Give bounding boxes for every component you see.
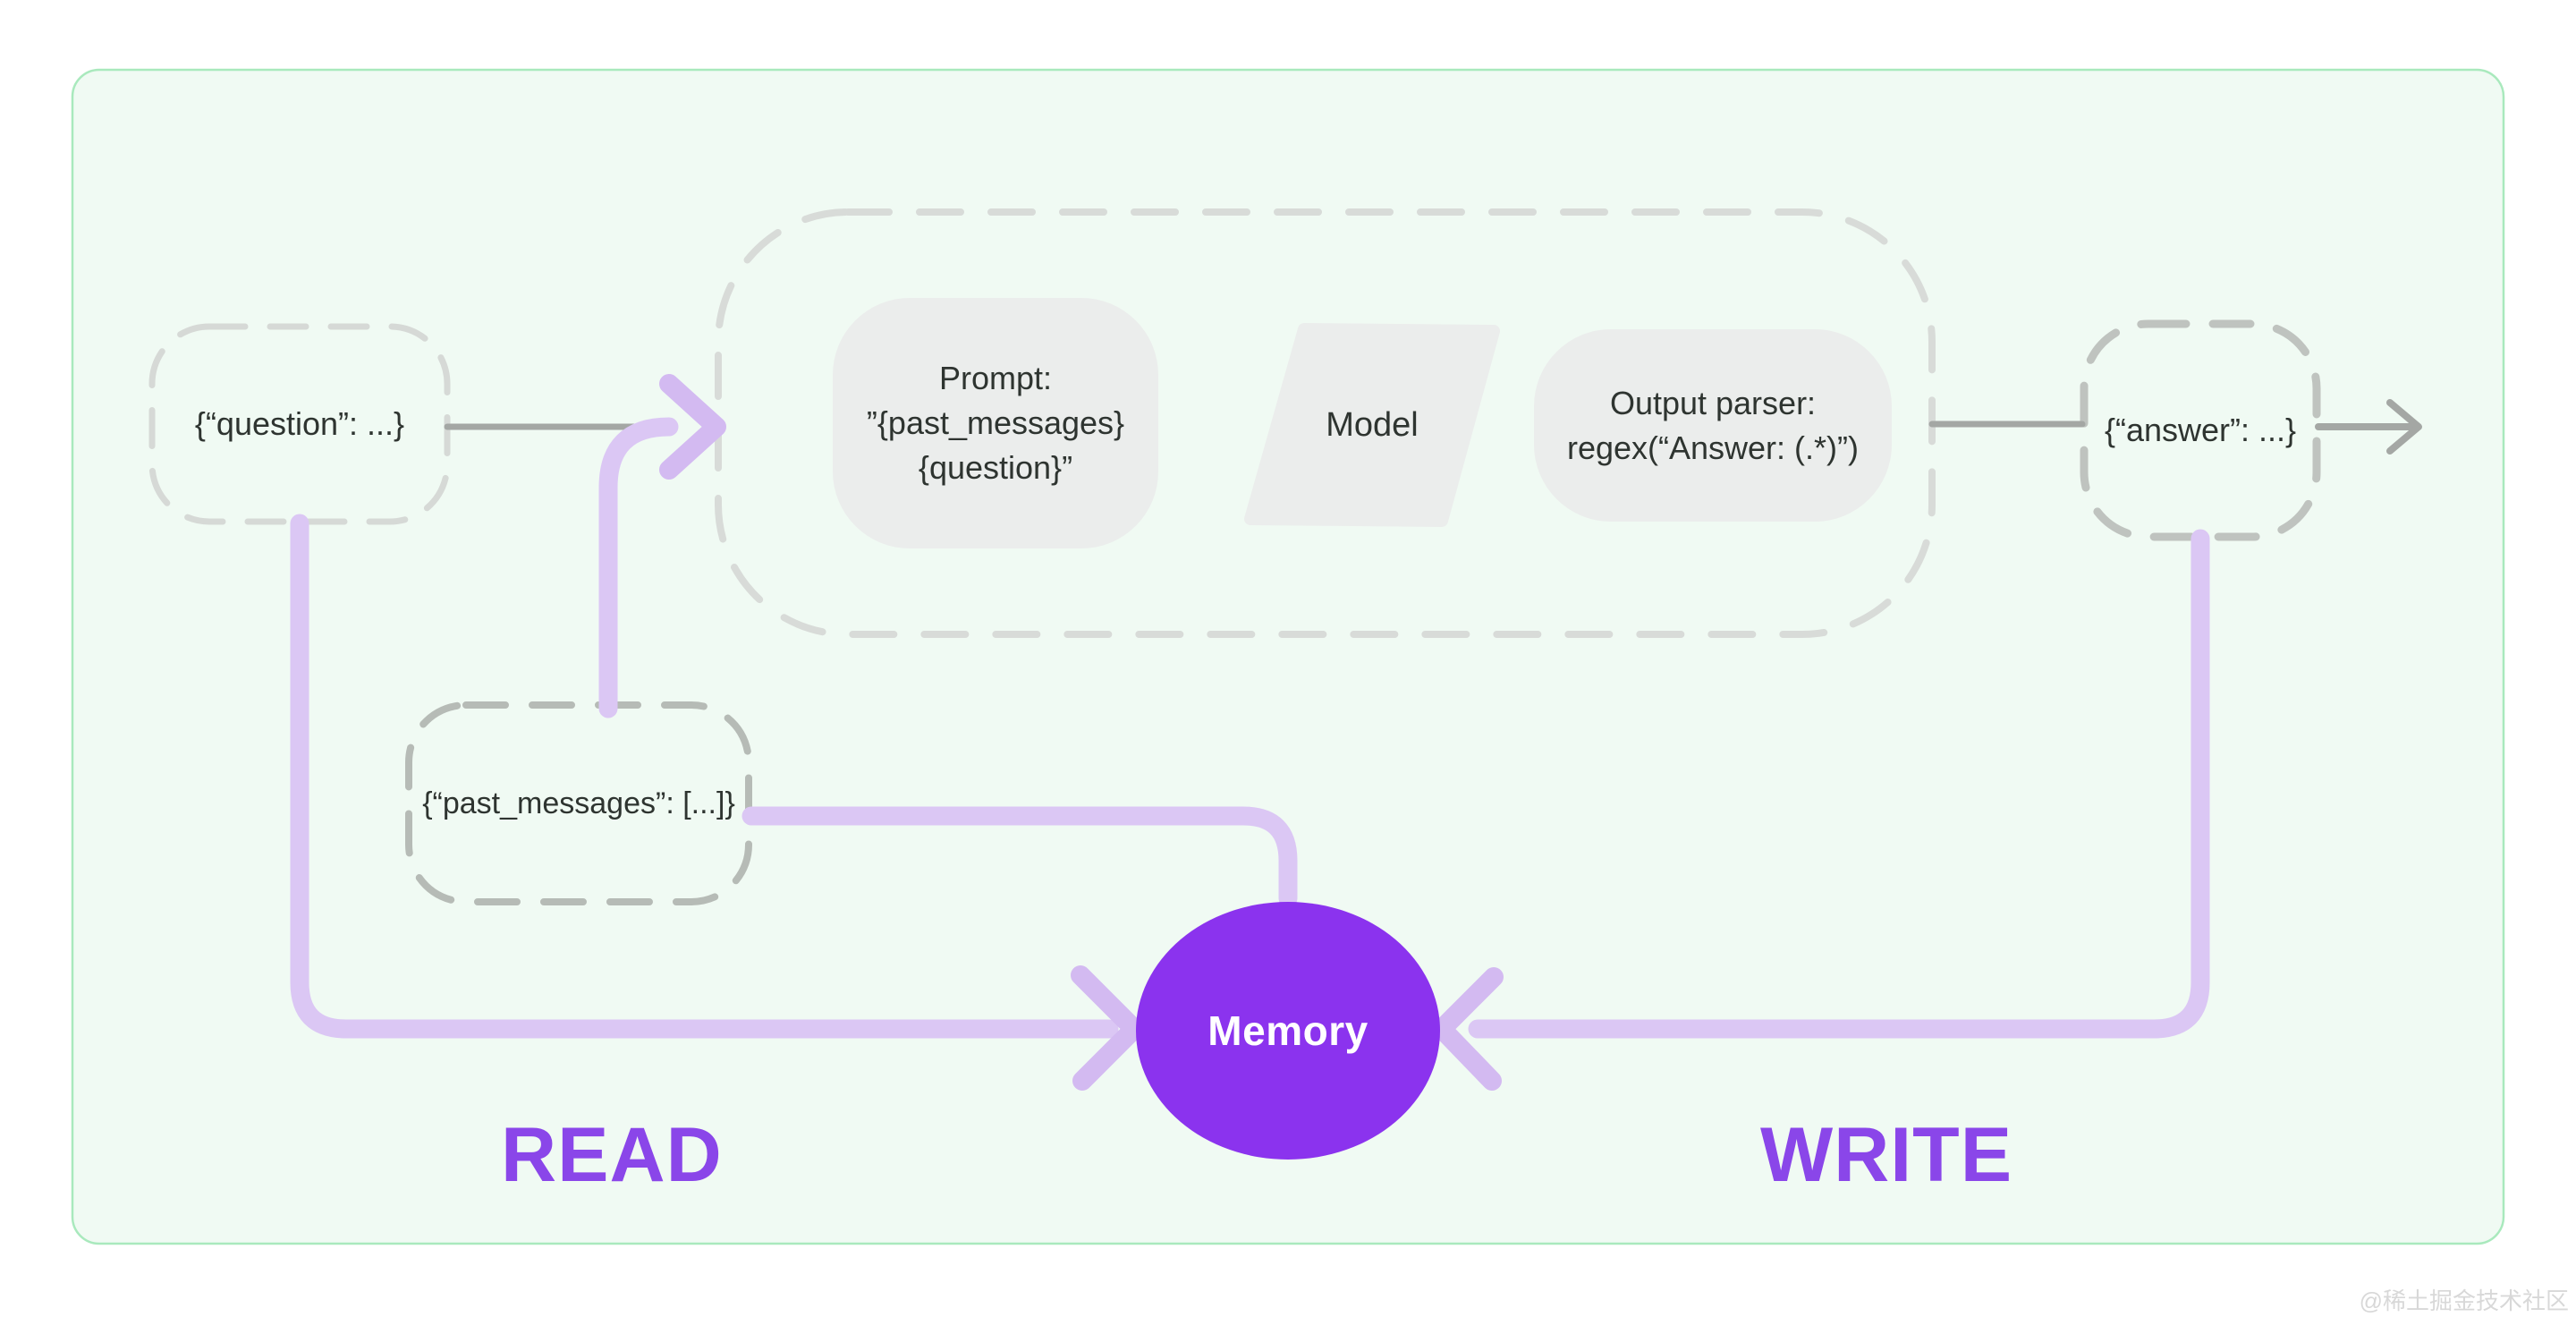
memory-node-shape [1136,902,1440,1160]
flow-past-messages-to-prompt [598,417,679,718]
prompt-entrance-arrowhead-icon [659,374,726,480]
memory-node-label: Memory [1208,1007,1368,1054]
flow-past-messages-to-memory [741,806,1298,908]
flow-write-path [1468,529,2210,1039]
memory-read-arrowhead-icon [1071,965,1144,1091]
read-flow-label: READ [501,1112,723,1198]
watermark-text: @稀土掘金技术社区 [2359,1287,2569,1314]
flow-read-path [290,514,1119,1039]
output-parser-node-label: Output parser: regex(“Answer: (.*)”) [1534,329,1892,522]
memory-write-arrowhead-icon [1432,967,1504,1091]
prompt-line-3: {question}” [918,449,1073,486]
prompt-line-2: ”{past_messages} [866,404,1125,441]
question-node-label: {“question”: ...} [194,405,405,442]
output-parser-node-shape [1534,329,1892,522]
past-messages-node-border [405,701,752,905]
answer-node-label: {“answer”: ...} [2104,412,2297,448]
panel-background [71,68,2505,1245]
output-parser-line-2: regex(“Answer: (.*)”) [1566,429,1860,466]
prompt-node-label: Prompt: ”{past_messages} {question}” [833,298,1158,548]
answer-output-arrowhead-icon [2386,399,2422,455]
output-parser-line-1: Output parser: [1609,384,1817,421]
past-messages-node-label: {“past_messages”: [...]} [422,786,735,820]
model-node-label: Model [1326,406,1419,444]
prompt-node-shape [833,298,1158,548]
write-flow-label: WRITE [1760,1112,2013,1198]
model-node-shape [1244,323,1500,527]
prompt-line-1: Prompt: [938,360,1053,396]
